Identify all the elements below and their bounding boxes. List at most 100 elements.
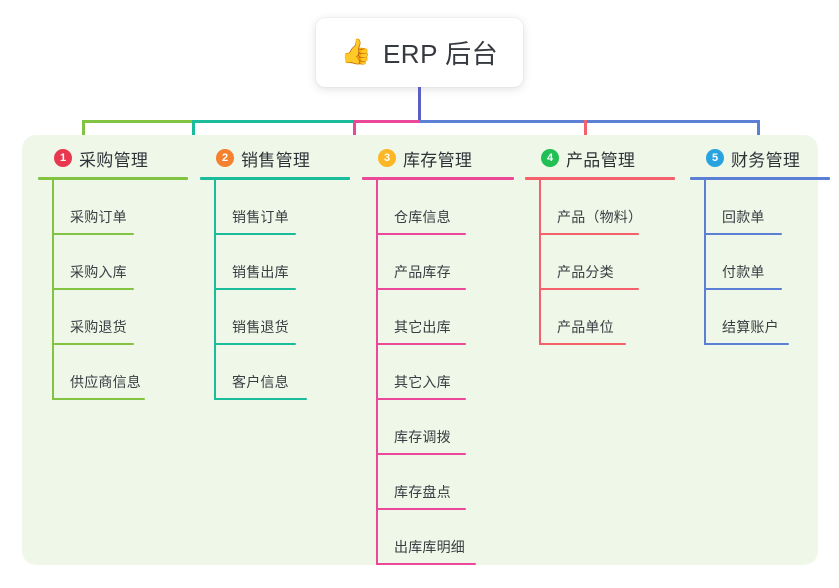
- branch-item-label: 产品（物料）: [557, 209, 643, 225]
- branch-header-4[interactable]: 4 产品管理: [525, 145, 675, 171]
- branch-item-label: 产品库存: [394, 264, 451, 280]
- branch-spine-connector: [52, 180, 54, 400]
- branch-item-label: 采购订单: [70, 209, 127, 225]
- branch-title: 财务管理: [731, 150, 801, 170]
- branch-item[interactable]: 回款单: [704, 180, 830, 235]
- branch-title: 采购管理: [79, 150, 149, 170]
- branch-item-label: 采购退货: [70, 319, 127, 335]
- branch-item-underline: [376, 398, 466, 400]
- branch-header-2[interactable]: 2 销售管理: [200, 145, 350, 171]
- branch-item-label: 销售出库: [232, 264, 289, 280]
- branch-spine-connector: [704, 180, 706, 345]
- branch-item-underline: [52, 343, 134, 345]
- branch-number-badge: 4: [541, 149, 559, 167]
- branches-panel: [22, 135, 818, 565]
- branch-item-underline: [214, 398, 307, 400]
- branch-item-label: 出库库明细: [394, 539, 465, 555]
- root-node-label: ERP 后台: [382, 39, 499, 69]
- branch-item-label: 回款单: [722, 209, 765, 225]
- branch-item-label: 供应商信息: [70, 374, 141, 390]
- branch-item-underline: [214, 233, 296, 235]
- branch-item-underline: [376, 288, 466, 290]
- branch-item-underline: [376, 343, 466, 345]
- branch-item-underline: [704, 343, 789, 345]
- branch-item[interactable]: 出库库明细: [376, 510, 514, 565]
- branch-item[interactable]: 产品分类: [539, 235, 675, 290]
- branch-item[interactable]: 结算账户: [704, 290, 830, 345]
- branch-item-label: 产品单位: [557, 319, 614, 335]
- branch-items: 仓库信息产品库存其它出库其它入库库存调拨库存盘点出库库明细: [376, 180, 514, 565]
- branch-column-1: 1 采购管理采购订单采购入库采购退货供应商信息: [38, 145, 188, 400]
- branch-item-underline: [214, 288, 296, 290]
- branch-item-underline: [52, 233, 134, 235]
- branch-item[interactable]: 产品库存: [376, 235, 514, 290]
- branch-title: 销售管理: [241, 150, 311, 170]
- branch-number-badge: 5: [706, 149, 724, 167]
- branch-item-underline: [376, 563, 476, 565]
- branch-item-label: 采购入库: [70, 264, 127, 280]
- branch-item-underline: [52, 288, 134, 290]
- branch-column-5: 5 财务管理回款单付款单结算账户: [690, 145, 830, 345]
- branch-items: 采购订单采购入库采购退货供应商信息: [52, 180, 188, 400]
- thumbs-up-icon: 👍: [340, 38, 372, 66]
- branch-header-5[interactable]: 5 财务管理: [690, 145, 830, 171]
- branch-item-underline: [539, 233, 639, 235]
- branch-item-label: 结算账户: [722, 319, 779, 335]
- branch-item[interactable]: 销售订单: [214, 180, 350, 235]
- trunk-segment-3: [353, 120, 419, 123]
- branch-item[interactable]: 产品（物料）: [539, 180, 675, 235]
- branch-item[interactable]: 采购订单: [52, 180, 188, 235]
- branch-item-underline: [376, 508, 466, 510]
- branch-header-1[interactable]: 1 采购管理: [38, 145, 188, 171]
- branch-item[interactable]: 仓库信息: [376, 180, 514, 235]
- branch-item[interactable]: 采购入库: [52, 235, 188, 290]
- branch-item[interactable]: 客户信息: [214, 345, 350, 400]
- branch-item-label: 库存盘点: [394, 484, 451, 500]
- root-node[interactable]: 👍 ERP 后台: [316, 18, 523, 87]
- branch-item-label: 产品分类: [557, 264, 614, 280]
- branch-items: 回款单付款单结算账户: [704, 180, 830, 345]
- branch-underline: [38, 177, 188, 180]
- branch-underline: [525, 177, 675, 180]
- branch-item-underline: [704, 233, 782, 235]
- branch-item-label: 客户信息: [232, 374, 289, 390]
- branch-items: 产品（物料） 产品分类产品单位: [539, 180, 675, 345]
- branch-item[interactable]: 供应商信息: [52, 345, 188, 400]
- trunk-segment-1: [82, 120, 192, 123]
- branch-items: 销售订单销售出库销售退货客户信息: [214, 180, 350, 400]
- branch-item-underline: [52, 398, 145, 400]
- branch-column-2: 2 销售管理销售订单销售出库销售退货客户信息: [200, 145, 350, 400]
- branch-item[interactable]: 采购退货: [52, 290, 188, 345]
- branch-title: 库存管理: [403, 150, 473, 170]
- branch-spine-connector: [539, 180, 541, 345]
- branch-spine-connector: [376, 180, 378, 565]
- branch-underline: [690, 177, 830, 180]
- branch-item[interactable]: 库存盘点: [376, 455, 514, 510]
- branch-number-badge: 2: [216, 149, 234, 167]
- trunk-segment-2: [192, 120, 353, 123]
- branch-underline: [362, 177, 514, 180]
- branch-item-underline: [539, 288, 639, 290]
- branch-item-label: 其它入库: [394, 374, 451, 390]
- branch-item[interactable]: 销售出库: [214, 235, 350, 290]
- branch-item-label: 付款单: [722, 264, 765, 280]
- branch-item-underline: [214, 343, 296, 345]
- branch-item[interactable]: 库存调拨: [376, 400, 514, 455]
- branch-item-underline: [704, 288, 782, 290]
- branch-item-underline: [376, 453, 466, 455]
- branch-item-label: 库存调拨: [394, 429, 451, 445]
- branch-title: 产品管理: [566, 150, 636, 170]
- branch-item[interactable]: 销售退货: [214, 290, 350, 345]
- branch-item-label: 仓库信息: [394, 209, 451, 225]
- branch-item[interactable]: 其它入库: [376, 345, 514, 400]
- branch-item-underline: [539, 343, 626, 345]
- branch-underline: [200, 177, 350, 180]
- branch-spine-connector: [214, 180, 216, 400]
- branch-item[interactable]: 其它出库: [376, 290, 514, 345]
- trunk-segment-4: [419, 120, 760, 123]
- branch-item[interactable]: 产品单位: [539, 290, 675, 345]
- branch-item-label: 其它出库: [394, 319, 451, 335]
- branch-item[interactable]: 付款单: [704, 235, 830, 290]
- branch-number-badge: 1: [54, 149, 72, 167]
